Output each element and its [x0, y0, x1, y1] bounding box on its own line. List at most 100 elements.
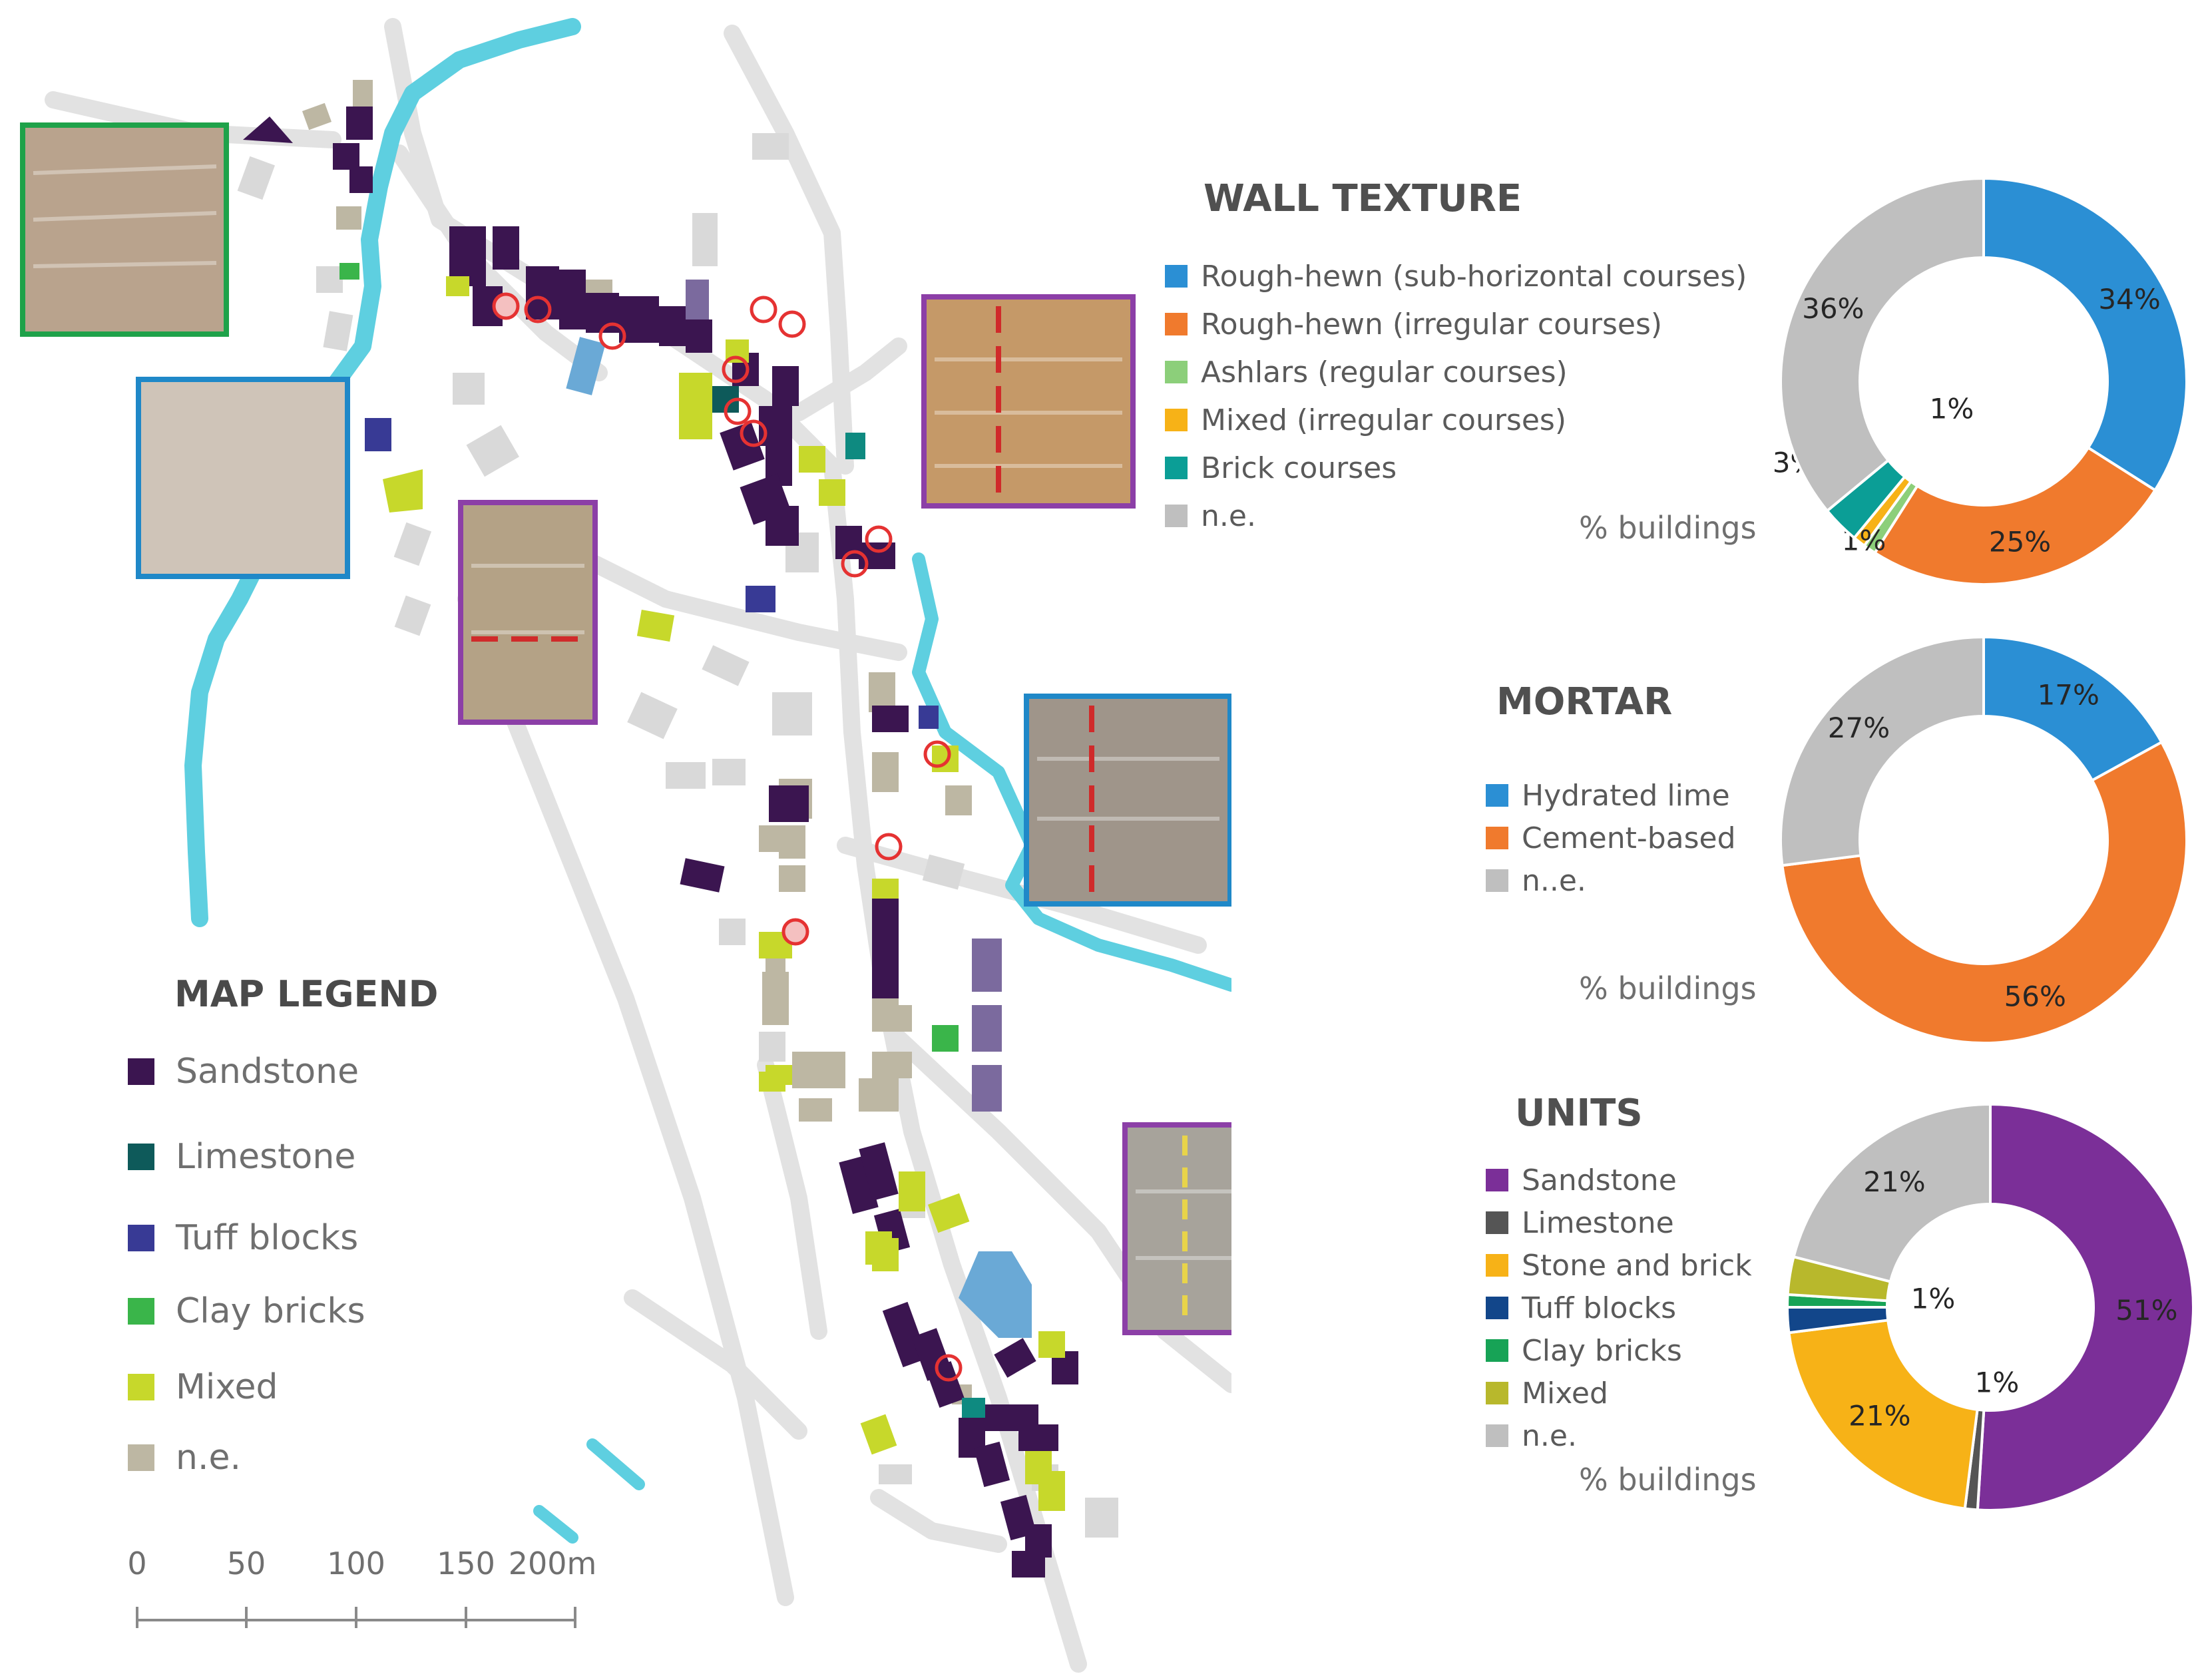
map-legend-item: n.e.	[128, 1438, 241, 1478]
donut-data-label: 27%	[1828, 712, 1890, 744]
building	[237, 156, 276, 200]
chart-title: WALL TEXTURE	[1204, 177, 1522, 220]
chart-legend-item: Cement-based	[1486, 820, 1736, 856]
wall-photo-ashlar	[921, 294, 1136, 509]
chart-legend-swatch	[1486, 1424, 1508, 1447]
photo-thumbnails	[20, 122, 1231, 1335]
building	[925, 1361, 965, 1408]
building	[872, 879, 899, 899]
donut-slice	[1787, 1319, 1979, 1510]
building	[526, 266, 559, 319]
road	[457, 590, 794, 1606]
building	[686, 280, 709, 319]
survey-markers	[524, 296, 963, 1382]
building	[973, 1441, 1010, 1488]
donut-data-label: 34%	[2098, 283, 2160, 315]
map-legend-swatch	[128, 1374, 154, 1400]
map-legend-item: Sandstone	[128, 1052, 359, 1092]
building	[799, 1098, 832, 1122]
map-legend-item: Mixed	[128, 1367, 278, 1407]
building	[394, 595, 431, 636]
donut-data-label: 25%	[1989, 525, 2051, 558]
wall-photo-brick	[20, 122, 229, 337]
building	[766, 958, 785, 978]
chart-unit-note: % buildings	[1579, 970, 1757, 1006]
scale-label: 150	[437, 1546, 495, 1581]
sandstone-buildings	[243, 106, 1078, 1577]
chart-legend-swatch	[1165, 409, 1188, 431]
chart-legend-swatch	[1486, 869, 1508, 892]
grey-buildings	[237, 133, 1118, 1538]
building	[872, 1005, 912, 1032]
donut-chart: 51%1%21%2%1%3%21%	[1785, 1102, 2195, 1512]
chart-legend-item: Brick courses	[1165, 450, 1397, 486]
wall-photo-limestone	[1024, 694, 1231, 907]
map-legend-label: Limestone	[176, 1137, 356, 1177]
scale-label: 100	[327, 1546, 385, 1581]
chart-legend-swatch	[1486, 1297, 1508, 1319]
map-legend-label: Mixed	[176, 1367, 278, 1407]
scale-bar	[136, 1607, 576, 1628]
other-buildings	[339, 263, 1032, 1418]
marker-circle	[722, 355, 750, 383]
building	[243, 116, 293, 143]
building	[972, 1065, 1002, 1112]
donut-data-label: 51%	[2115, 1294, 2177, 1327]
building	[872, 706, 909, 732]
chart-legend-item: Ashlars (regular courses)	[1165, 354, 1568, 390]
building	[746, 586, 775, 612]
donut-slice	[1792, 1102, 1992, 1283]
building	[759, 825, 782, 852]
building	[627, 692, 678, 739]
building	[932, 1025, 959, 1052]
building	[819, 479, 845, 506]
chart-legend-label: Brick courses	[1201, 451, 1397, 485]
map-legend-swatch	[128, 1298, 154, 1325]
building	[769, 785, 809, 822]
marker-circle	[935, 1354, 963, 1382]
building	[686, 319, 712, 353]
building	[719, 919, 746, 945]
marker-circle	[750, 296, 777, 323]
chart-legend-item: Rough-hewn (irregular courses)	[1165, 306, 1662, 342]
building	[872, 1052, 912, 1078]
building	[879, 1464, 912, 1484]
building	[759, 1032, 785, 1062]
building	[859, 1142, 899, 1201]
marker-circle	[524, 296, 552, 323]
donut-data-label: 21%	[1849, 1400, 1910, 1432]
map-legend-label: Clay bricks	[176, 1291, 365, 1331]
building	[872, 972, 899, 998]
building	[353, 80, 373, 106]
building	[659, 306, 686, 346]
building	[559, 270, 586, 329]
marker-hatched	[492, 292, 520, 320]
building	[339, 263, 359, 280]
building	[922, 854, 965, 890]
building	[566, 337, 606, 395]
road	[757, 1056, 827, 1340]
building	[383, 469, 423, 513]
building	[720, 421, 765, 471]
chart-legend-item: Hydrated lime	[1486, 777, 1730, 813]
building	[1038, 1331, 1065, 1358]
chart-title: MORTAR	[1496, 680, 1673, 724]
building	[666, 762, 706, 789]
mixed-buildings	[383, 276, 1065, 1511]
chart-legend-swatch	[1486, 827, 1508, 849]
marker-circle	[923, 740, 951, 768]
donut-chart: 17%56%27%	[1779, 635, 2188, 1044]
river-stub	[533, 1505, 578, 1544]
building	[636, 609, 675, 642]
building	[679, 373, 712, 413]
building	[872, 1238, 899, 1271]
donut-data-label: 17%	[2038, 678, 2099, 711]
map-legend-label: n.e.	[176, 1438, 242, 1478]
marker-circle	[598, 322, 626, 350]
chart-legend-swatch	[1165, 313, 1188, 335]
road	[870, 1489, 1007, 1553]
road	[624, 1289, 807, 1440]
chart-legend-item: Clay bricks	[1486, 1333, 1682, 1368]
road	[524, 524, 907, 661]
